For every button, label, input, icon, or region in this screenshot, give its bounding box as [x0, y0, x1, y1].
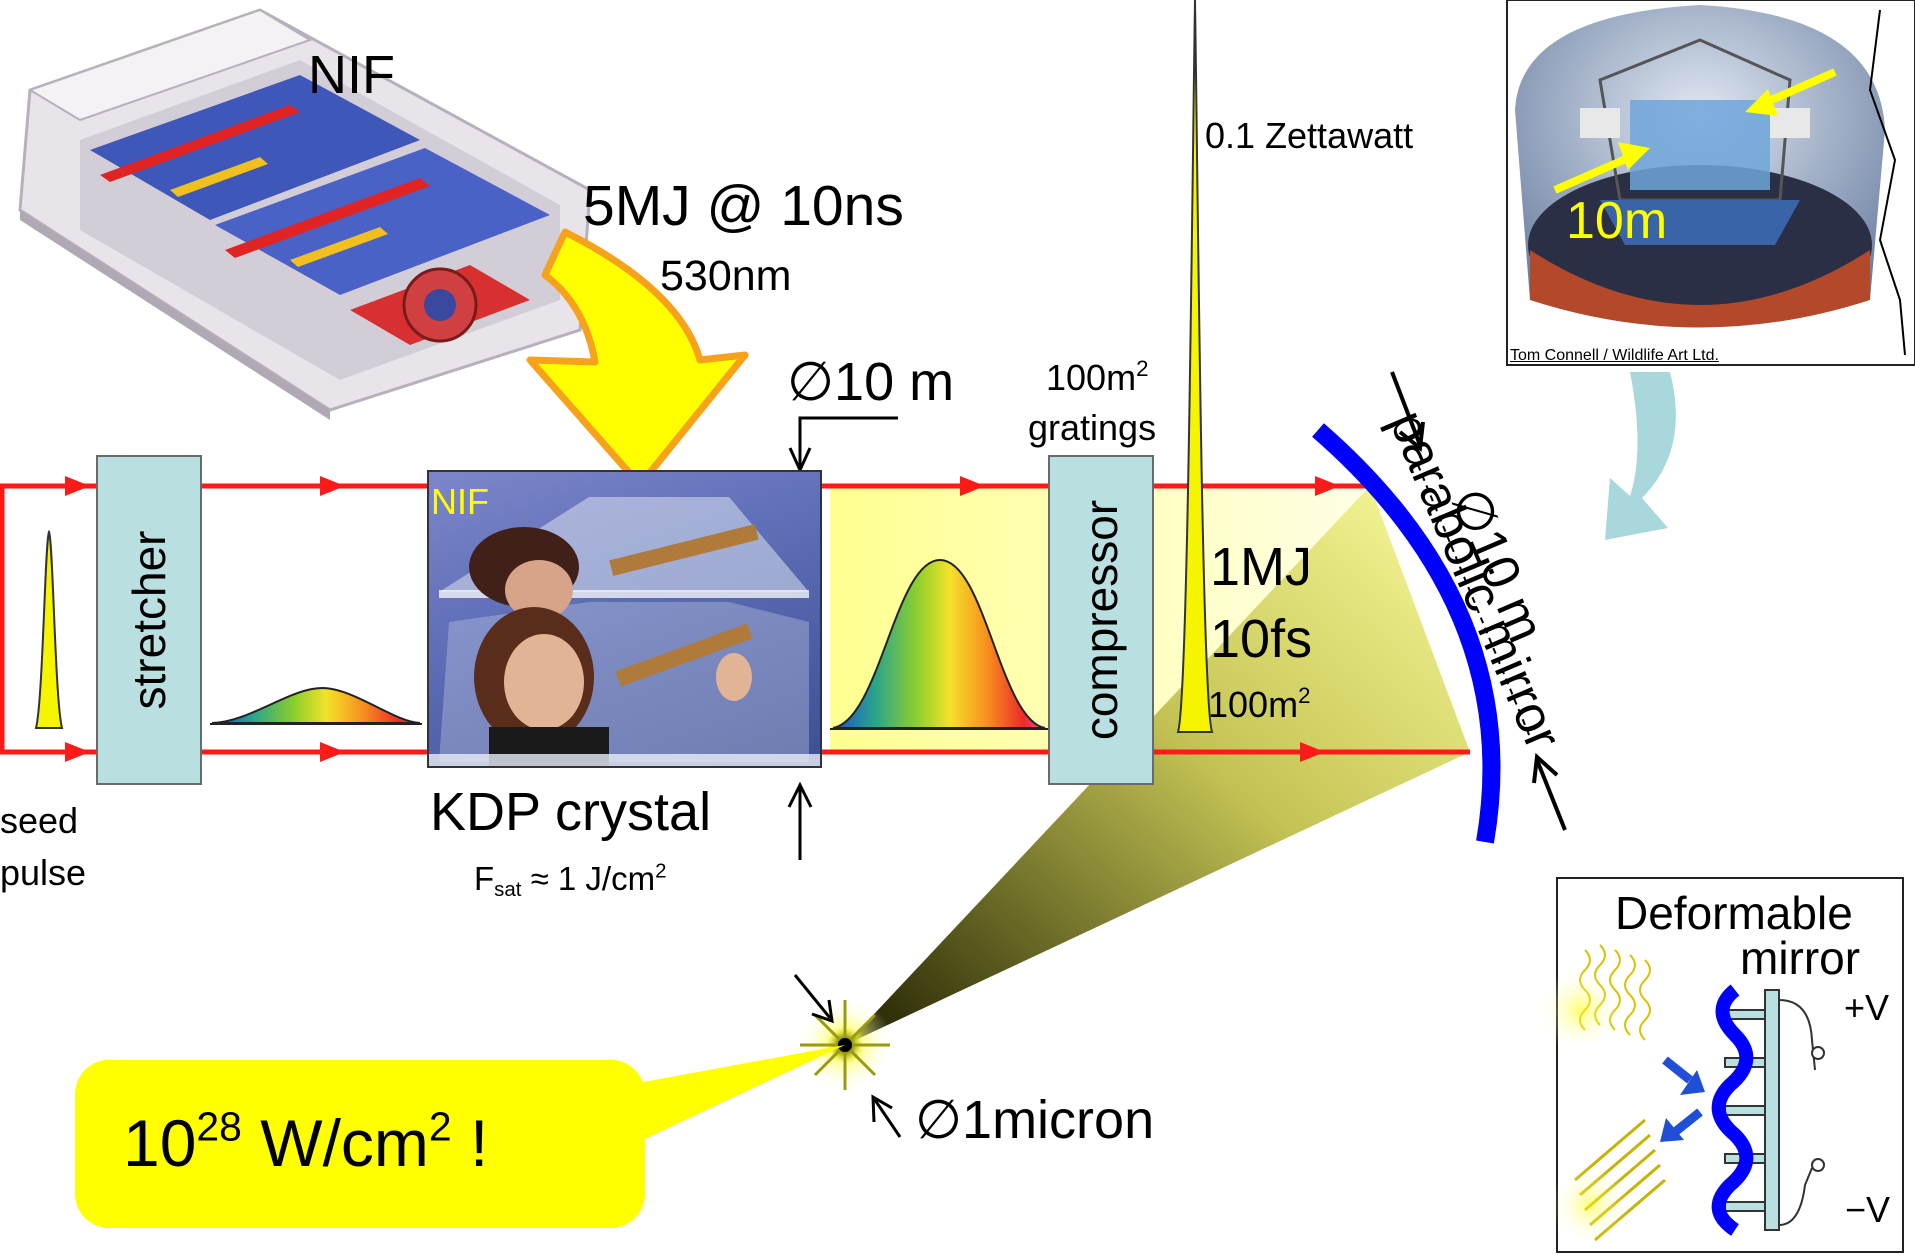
- output-area-label: 100m2: [1208, 683, 1311, 725]
- telescope-size-label: 10m: [1566, 192, 1668, 250]
- plus-voltage-label: +V: [1844, 987, 1890, 1028]
- compressed-pulse-spike: [1176, 0, 1214, 733]
- compressor-box: compressor: [1048, 455, 1154, 785]
- seed-pulse-shape: [34, 529, 64, 729]
- amplified-pulse-shape: [832, 558, 1046, 729]
- intensity-callout: 1028 W/cm2 !: [75, 1060, 645, 1228]
- parabolic-mirror: [1312, 423, 1501, 844]
- mirror-aperture-line: [1417, 464, 1533, 743]
- stretcher-box: stretcher: [96, 455, 202, 785]
- mirror-aperture-arrows: [1390, 371, 1567, 831]
- compressor-label: compressor: [1075, 499, 1127, 741]
- focal-spot-arrows: [793, 974, 902, 1138]
- output-energy-label: 1MJ: [1210, 537, 1313, 597]
- intensity-value: 1028 W/cm2 !: [123, 1103, 489, 1180]
- beam-direction-arrows: [65, 476, 1340, 762]
- kdp-photo-overlay: NIF: [431, 481, 489, 522]
- seed-label-line2: pulse: [0, 852, 87, 893]
- beam-size-marker: [788, 416, 898, 474]
- gratings-label: gratings: [1028, 407, 1157, 448]
- deformable-mirror-title-2: mirror: [1740, 932, 1861, 984]
- deformable-mirror-inset: [1538, 877, 1904, 1253]
- kdp-crystal-label: KDP crystal: [430, 782, 712, 842]
- seed-label-line1: seed: [0, 800, 79, 841]
- deformable-mirror-title-1: Deformable: [1615, 887, 1853, 939]
- intensity-callout-pointer: [600, 1045, 845, 1160]
- output-duration-label: 10fs: [1210, 609, 1313, 669]
- stretcher-label: stretcher: [123, 530, 175, 710]
- pump-wavelength-label: 530nm: [660, 252, 792, 300]
- telescope-photo: [1506, 0, 1915, 366]
- focusing-cone: [845, 486, 1470, 1045]
- pump-arrow: [526, 228, 749, 489]
- telescope-link-arrow: [1605, 372, 1676, 540]
- minus-voltage-label: −V: [1845, 1189, 1891, 1230]
- nif-building-illustration: [18, 8, 592, 420]
- pump-energy-label: 5MJ @ 10ns: [583, 174, 904, 238]
- focal-spot-label: ∅1micron: [915, 1090, 1155, 1150]
- gratings-area-label: 100m2: [1046, 356, 1149, 398]
- kdp-crystal-photo: NIF: [427, 470, 822, 768]
- fsat-label: Fsat ≈ 1 J/cm2: [474, 859, 667, 902]
- nif-building-label: NIF: [308, 45, 395, 105]
- stretched-pulse-shape: [211, 686, 421, 724]
- telescope-credit: Tom Connell / Wildlife Art Ltd.: [1510, 347, 1719, 364]
- beam-size-label: ∅10 m: [787, 352, 955, 412]
- peak-power-label: 0.1 Zettawatt: [1205, 115, 1414, 156]
- kdp-arrow: [787, 781, 813, 860]
